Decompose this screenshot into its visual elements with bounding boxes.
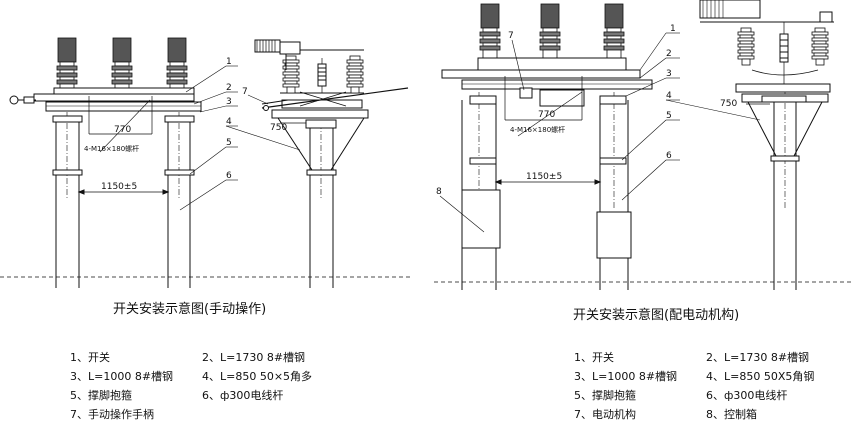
left-callout-3: 3 bbox=[226, 97, 232, 107]
right-dim-1150: 1150±5 bbox=[526, 172, 562, 182]
left-callout-6: 6 bbox=[226, 171, 232, 181]
legend-row: 3、L=1000 8#槽钢 4、L=850 50X5角钢 bbox=[574, 367, 814, 386]
legend-item: 8、控制箱 bbox=[706, 408, 757, 421]
right-callout-2: 2 bbox=[666, 49, 672, 59]
right-labels: 1 2 3 4 5 6 7 8 770 750 1150±5 4-M16×180… bbox=[436, 24, 737, 197]
right-bolt-note: 4-M16×180螺杆 bbox=[510, 125, 565, 134]
left-channel-beam bbox=[45, 101, 202, 112]
legend-item: 5、撑脚抱箍 bbox=[70, 389, 132, 402]
legend-row: 5、撑脚抱箍 6、ф300电线杆 bbox=[574, 386, 814, 405]
left-labels: 1 2 3 4 5 6 7 770 750 1150±5 4-M16×180螺杆 bbox=[84, 57, 287, 192]
legend-item: 3、L=1000 8#槽钢 bbox=[70, 370, 174, 383]
left-legend: 1、开关 2、L=1730 8#槽钢 3、L=1000 8#槽钢 4、L=850 5… bbox=[70, 348, 312, 424]
right-callout-1: 1 bbox=[670, 24, 676, 34]
left-callout-2: 2 bbox=[226, 83, 232, 93]
left-drawing bbox=[0, 37, 412, 288]
right-callout-6: 6 bbox=[666, 151, 672, 161]
legend-item: 6、ф300电线杆 bbox=[202, 389, 284, 402]
right-dim-750: 750 bbox=[720, 99, 737, 109]
left-front-pole-b bbox=[167, 120, 191, 288]
legend-row: 7、手动操作手柄 bbox=[70, 405, 312, 424]
legend-item: 2、L=1730 8#槽钢 bbox=[706, 351, 810, 364]
legend-item: 6、ф300电线杆 bbox=[706, 389, 788, 402]
legend-item: 4、L=850 50X5角钢 bbox=[706, 370, 815, 383]
legend-row: 1、开关 2、L=1730 8#槽钢 bbox=[70, 348, 312, 367]
left-front-pole-a bbox=[55, 120, 80, 288]
right-callout-3: 3 bbox=[666, 69, 672, 79]
legend-item: 7、手动操作手柄 bbox=[70, 408, 154, 421]
legend-item: 7、电动机构 bbox=[574, 408, 636, 421]
legend-row: 7、电动机构 8、控制箱 bbox=[574, 405, 814, 424]
right-legend: 1、开关 2、L=1730 8#槽钢 3、L=1000 8#槽钢 4、L=850 5… bbox=[574, 348, 814, 424]
legend-item: 5、撑脚抱箍 bbox=[574, 389, 636, 402]
right-callout-4: 4 bbox=[666, 91, 672, 101]
left-dim-770: 770 bbox=[114, 125, 131, 135]
left-caption: 开关安装示意图(手动操作) bbox=[113, 302, 267, 317]
right-drawing bbox=[434, 0, 852, 290]
left-dim-750: 750 bbox=[270, 123, 287, 133]
left-callout-1: 1 bbox=[226, 57, 232, 67]
legend-row: 5、撑脚抱箍 6、ф300电线杆 bbox=[70, 386, 312, 405]
left-callout-5: 5 bbox=[226, 138, 232, 148]
legend-item: 1、开关 bbox=[70, 351, 110, 364]
legend-item: 3、L=1000 8#槽钢 bbox=[574, 370, 678, 383]
right-dim-770: 770 bbox=[538, 110, 555, 120]
left-bolt-note: 4-M16×180螺杆 bbox=[84, 144, 139, 153]
right-side-view bbox=[699, 0, 834, 290]
left-side-view bbox=[254, 39, 409, 288]
legend-item: 4、L=850 50×5角多 bbox=[202, 370, 313, 383]
right-caption: 开关安装示意图(配电动机构) bbox=[573, 308, 740, 323]
right-control-box bbox=[596, 211, 632, 259]
right-callout-8: 8 bbox=[436, 187, 442, 197]
right-callout-7: 7 bbox=[508, 31, 514, 41]
legend-item: 1、开关 bbox=[574, 351, 614, 364]
legend-item: 2、L=1730 8#槽钢 bbox=[202, 351, 306, 364]
left-dim-1150: 1150±5 bbox=[101, 182, 137, 192]
legend-row: 1、开关 2、L=1730 8#槽钢 bbox=[574, 348, 814, 367]
legend-row: 3、L=1000 8#槽钢 4、L=850 50×5角多 bbox=[70, 367, 312, 386]
left-callout-7: 7 bbox=[242, 87, 248, 97]
left-callout-4: 4 bbox=[226, 117, 232, 127]
right-callout-5: 5 bbox=[666, 111, 672, 121]
